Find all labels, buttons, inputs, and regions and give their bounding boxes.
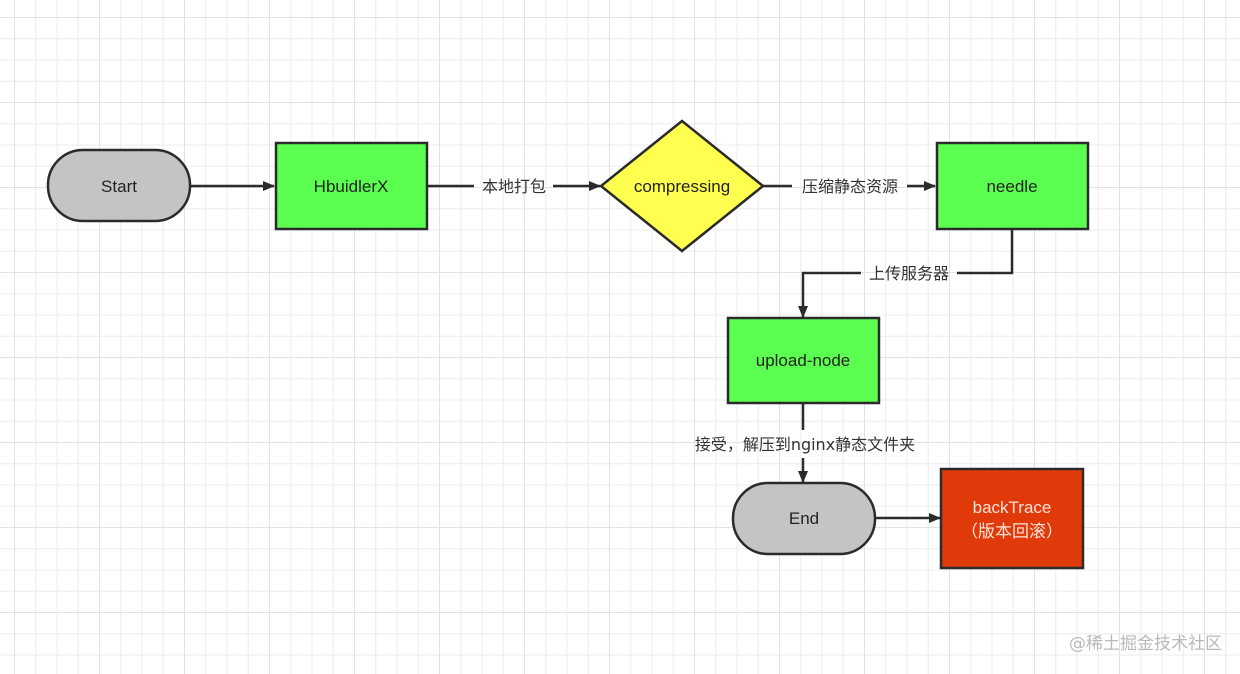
- node-hbuilderx[interactable]: HbuidlerX: [274, 141, 429, 231]
- node-end[interactable]: End: [731, 481, 877, 556]
- node-hbuilderx-label: HbuidlerX: [314, 177, 389, 196]
- node-compressing[interactable]: compressing: [599, 119, 765, 253]
- edge-label-compress-static: 压缩静态资源: [802, 177, 898, 196]
- edge-upload-node-to-end[interactable]: 接受，解压到nginx静态文件夹: [695, 403, 915, 483]
- node-start[interactable]: Start: [46, 148, 192, 223]
- edge-needle-to-upload-node[interactable]: 上传服务器: [798, 229, 1014, 318]
- edge-label-upload-server: 上传服务器: [869, 264, 949, 283]
- node-backtrace-sublabel: （版本回滚）: [961, 522, 1063, 542]
- node-start-label: Start: [101, 177, 137, 196]
- node-upload-node[interactable]: upload-node: [726, 316, 881, 405]
- edge-hbuilderx-to-compressing[interactable]: 本地打包: [427, 177, 601, 196]
- node-needle-label: needle: [986, 177, 1037, 196]
- node-backtrace[interactable]: backTrace （版本回滚）: [939, 467, 1085, 570]
- node-needle[interactable]: needle: [935, 141, 1090, 231]
- watermark: @稀土掘金技术社区: [1069, 634, 1222, 654]
- node-backtrace-label: backTrace: [973, 498, 1052, 517]
- edge-label-local-package: 本地打包: [482, 177, 546, 196]
- node-upload-node-label: upload-node: [756, 351, 851, 370]
- edge-compressing-to-needle[interactable]: 压缩静态资源: [763, 177, 936, 196]
- node-end-label: End: [789, 509, 819, 528]
- edge-label-receive-unzip: 接受，解压到nginx静态文件夹: [695, 435, 915, 454]
- node-compressing-label: compressing: [634, 177, 730, 196]
